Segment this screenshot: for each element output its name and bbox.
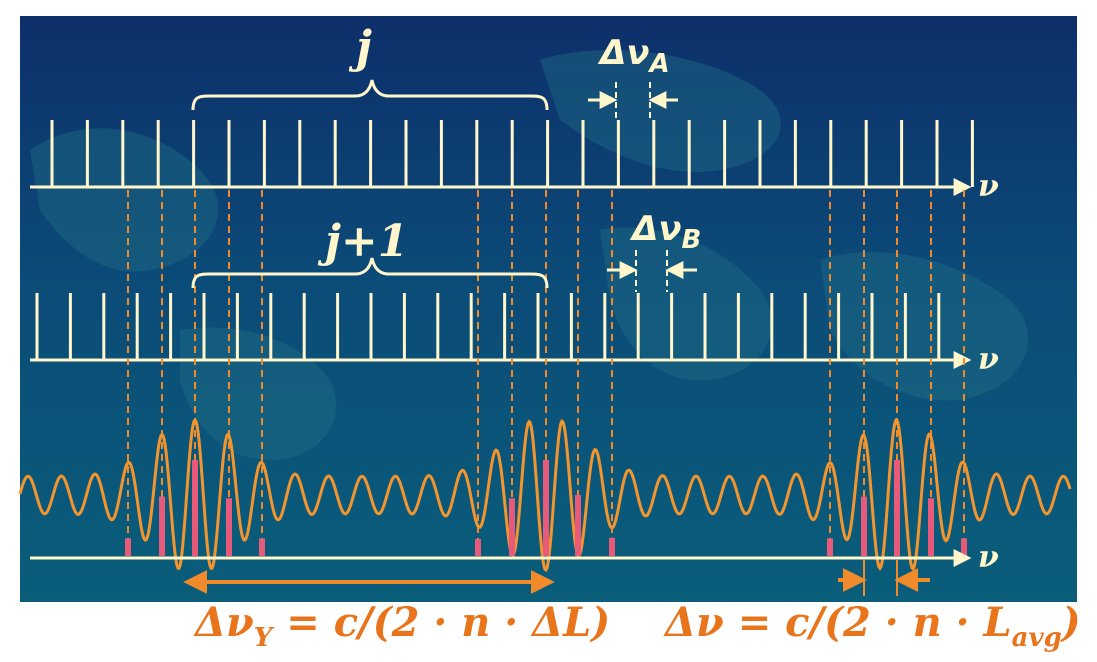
peak-bar (961, 538, 967, 556)
peak-bar (827, 538, 833, 556)
brace-j-plus-1 (191, 257, 549, 289)
formula-vernier: ΔνY = c/(2 · n · ΔL) (193, 599, 610, 653)
label-j-plus-1: j+1 (317, 216, 408, 267)
brace-j (191, 79, 549, 111)
peak-bar (475, 539, 481, 556)
axis-a-label: ν (978, 169, 999, 204)
peak-bar (894, 460, 900, 556)
peak-bars (125, 460, 967, 556)
comb-b (35, 293, 941, 360)
axis-spectrum-label: ν (978, 540, 999, 575)
comb-a (50, 120, 974, 187)
peak-bar (861, 496, 867, 556)
peak-bar (543, 460, 549, 556)
transmission-curve (18, 417, 1072, 572)
peak-bar (192, 460, 198, 556)
formula-fsr: Δν = c/(2 · n · Lavg) (663, 599, 1081, 653)
axis-b-label: ν (978, 342, 999, 377)
peak-bar (226, 498, 232, 556)
peak-bar (259, 538, 265, 556)
peak-bar (609, 537, 615, 556)
peak-bar (575, 494, 581, 556)
label-dnu-b: ΔνB (629, 209, 701, 255)
label-dnu-a: ΔνA (597, 33, 670, 79)
peak-bar (509, 498, 515, 556)
peak-bar (125, 538, 131, 556)
peak-bar (928, 498, 934, 556)
peak-bar (159, 496, 165, 556)
